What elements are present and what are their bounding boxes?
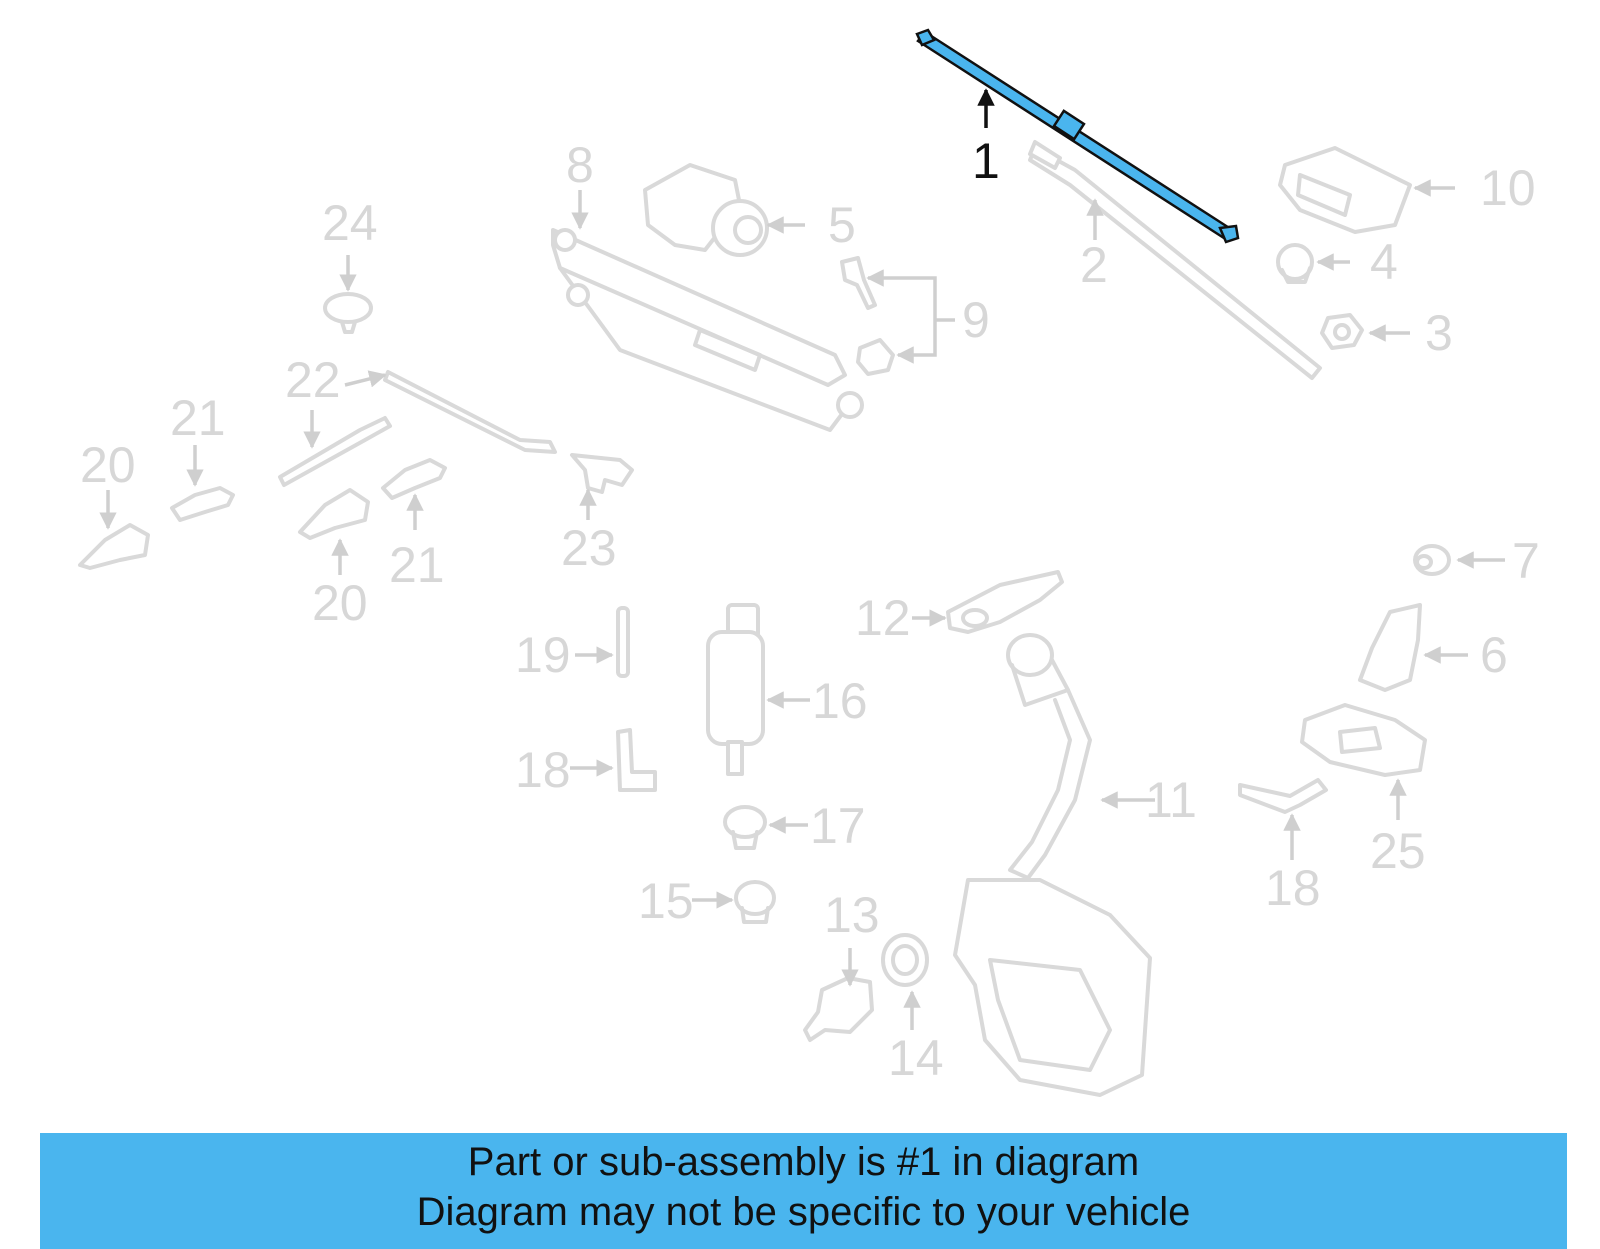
arrow-9b [896, 346, 937, 364]
label-8: 8 [566, 137, 594, 193]
label-3: 3 [1425, 305, 1453, 361]
arrow-22a [344, 370, 387, 388]
part-14-seal [881, 933, 929, 987]
part-20-nozzle-left [78, 523, 150, 570]
label-6: 6 [1480, 627, 1508, 683]
label-17: 17 [810, 798, 866, 854]
part-3-nut [1320, 313, 1364, 350]
label-23: 23 [561, 520, 617, 576]
part-12-gasket [946, 570, 1064, 634]
label-5: 5 [828, 197, 856, 253]
arrow-9a [866, 269, 937, 350]
label-22: 22 [285, 352, 341, 408]
parts-diagram: 1 2 10 4 3 5 8 [78, 28, 1540, 1097]
part-4-cap [1276, 243, 1314, 284]
part-24-grommet [323, 292, 373, 334]
label-20b: 20 [312, 575, 368, 631]
part-1-wiper-blade[interactable] [915, 28, 1240, 244]
label-21a: 21 [170, 390, 226, 446]
label-9: 9 [962, 292, 990, 348]
part-21-valve-right [381, 458, 447, 500]
part-9-bolt-bushing [840, 256, 895, 376]
part-18-connector-right [1238, 778, 1328, 814]
part-8-linkage [551, 228, 864, 432]
part-15-grommet [734, 880, 776, 924]
label-18a: 18 [515, 742, 571, 798]
label-25: 25 [1370, 823, 1426, 879]
label-18b: 18 [1265, 860, 1321, 916]
part-21-valve-left [170, 486, 235, 522]
label-16: 16 [812, 673, 868, 729]
part-20-nozzle-right [298, 488, 370, 540]
part-19-pin [616, 606, 630, 678]
part-5-wiper-motor [643, 163, 769, 257]
part-7-bushing [1413, 544, 1451, 576]
label-20a: 20 [80, 437, 136, 493]
part-6-bracket [1358, 603, 1422, 692]
label-14: 14 [888, 1030, 944, 1086]
part-13-sensor [803, 976, 874, 1042]
part-10-module [1278, 146, 1412, 234]
label-10: 10 [1480, 160, 1536, 216]
part-25-nozzle-housing [1300, 703, 1427, 777]
label-7: 7 [1512, 533, 1540, 589]
banner-line-2: Diagram may not be specific to your vehi… [416, 1190, 1191, 1234]
label-21b: 21 [389, 537, 445, 593]
label-1: 1 [972, 133, 1000, 189]
banner-line-1: Part or sub-assembly is #1 in diagram [467, 1140, 1140, 1184]
part-23-connector [570, 453, 634, 494]
info-banner: Part or sub-assembly is #1 in diagram Di… [40, 1133, 1567, 1249]
part-11-reservoir [953, 633, 1152, 1097]
part-18-elbow-left [616, 728, 657, 792]
label-13: 13 [824, 887, 880, 943]
part-17-grommet [723, 805, 767, 850]
label-4: 4 [1370, 234, 1398, 290]
label-19: 19 [515, 627, 571, 683]
label-24: 24 [322, 195, 378, 251]
part-16-washer-pump [706, 603, 765, 776]
label-12: 12 [855, 590, 911, 646]
label-15: 15 [638, 873, 694, 929]
label-2: 2 [1080, 237, 1108, 293]
label-11: 11 [1145, 772, 1197, 828]
